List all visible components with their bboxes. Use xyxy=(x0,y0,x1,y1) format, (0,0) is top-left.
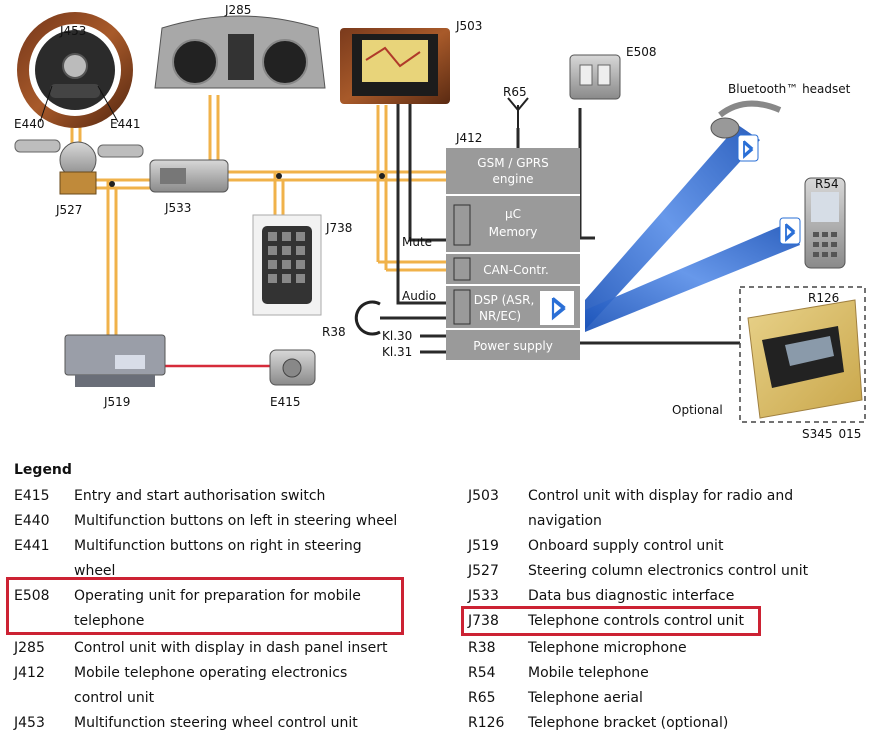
legend-desc: Telephone bracket (optional) xyxy=(528,715,729,731)
bluetooth-beam-headset xyxy=(585,125,760,330)
legend-desc: Telephone microphone xyxy=(528,640,687,656)
aerial-r65 xyxy=(507,97,529,128)
highlight-e508 xyxy=(6,577,404,635)
legend-desc: Mobile telephone operating electronics c… xyxy=(74,665,348,706)
label-kl31: Kl.31 xyxy=(382,345,412,359)
system-diagram: GSM / GPRS engine µC Memory CAN-Contr. D… xyxy=(14,3,866,440)
onboard-supply-j519 xyxy=(64,334,166,387)
legend-desc: Telephone aerial xyxy=(528,690,643,706)
label-e415: E415 xyxy=(270,395,301,409)
label-mute: Mute xyxy=(402,235,432,249)
legend-desc: Multifunction steering wheel control uni… xyxy=(74,715,358,731)
legend-code: R126 xyxy=(468,715,505,731)
legend-code: J533 xyxy=(468,588,499,604)
legend-code: E441 xyxy=(14,538,50,554)
bluetooth-icon xyxy=(551,297,566,321)
uc-text-2: Memory xyxy=(489,225,538,239)
legend-code: R54 xyxy=(468,665,496,681)
legend-code: J738 xyxy=(468,613,499,629)
legend-code: R38 xyxy=(468,640,496,656)
label-e440: E440 xyxy=(14,117,45,131)
legend-desc: Mobile telephone xyxy=(528,665,649,681)
bluetooth-icon xyxy=(743,140,754,159)
legend-desc: Telephone controls control unit xyxy=(528,613,744,629)
steering-column-j527 xyxy=(14,139,144,195)
label-r54: R54 xyxy=(815,177,839,191)
optional-area xyxy=(739,286,866,423)
legend-desc: Data bus diagnostic interface xyxy=(528,588,735,604)
label-j503: J503 xyxy=(455,19,482,33)
legend-desc: Control unit with display in dash panel … xyxy=(74,640,388,656)
instrument-cluster-j285 xyxy=(154,15,326,89)
figure-id: S345_015 xyxy=(802,427,861,440)
label-j738: J738 xyxy=(325,221,352,235)
legend-code: J503 xyxy=(468,488,499,504)
label-kl30: Kl.30 xyxy=(382,329,412,343)
legend-desc: Multifunction buttons on left in steerin… xyxy=(74,513,398,529)
label-j527: J527 xyxy=(55,203,82,217)
legend-desc: Control unit with display for radio and … xyxy=(528,488,794,529)
operating-unit-e508 xyxy=(569,54,621,100)
legend-desc: Onboard supply control unit xyxy=(528,538,724,554)
label-r38: R38 xyxy=(322,325,346,339)
legend-title: Legend xyxy=(14,462,72,478)
legend-code: J453 xyxy=(14,715,45,731)
gsm-text-1: GSM / GPRS xyxy=(477,156,548,170)
gsm-text-2: engine xyxy=(493,172,534,186)
dsp-text-1: DSP (ASR, xyxy=(474,293,535,307)
legend: Legend E415 Entry and start authorisatio… xyxy=(0,452,880,750)
bluetooth-icon xyxy=(785,223,796,242)
telephone-controls-j738 xyxy=(252,214,322,316)
gateway-j533 xyxy=(149,159,229,193)
legend-code: J412 xyxy=(14,665,45,681)
label-headset: Bluetooth™ headset xyxy=(728,82,851,96)
label-e508: E508 xyxy=(626,45,657,59)
uc-text-1: µC xyxy=(505,207,521,221)
start-switch-e415 xyxy=(269,349,316,386)
power-text: Power supply xyxy=(473,339,553,353)
legend-code: J527 xyxy=(468,563,499,579)
legend-desc: Multifunction buttons on right in steeri… xyxy=(74,538,362,579)
legend-desc: Operating unit for preparation for mobil… xyxy=(74,588,361,629)
label-j453: J453 xyxy=(59,24,86,38)
microphone-r38 xyxy=(354,300,381,336)
radio-nav-j503 xyxy=(340,28,450,104)
legend-code: E415 xyxy=(14,488,50,504)
label-audio: Audio xyxy=(402,289,436,303)
highlight-j738 xyxy=(461,606,761,636)
label-j285: J285 xyxy=(224,3,251,17)
legend-code: E440 xyxy=(14,513,50,529)
can-text: CAN-Contr. xyxy=(483,263,549,277)
legend-code: J285 xyxy=(14,640,45,656)
steering-wheel-j453 xyxy=(17,12,133,128)
legend-code: R65 xyxy=(468,690,496,706)
headset-device xyxy=(710,100,782,139)
label-j519: J519 xyxy=(103,395,130,409)
legend-code: E508 xyxy=(14,588,50,604)
label-j533: J533 xyxy=(164,201,191,215)
legend-desc: Entry and start authorisation switch xyxy=(74,488,326,504)
label-e441: E441 xyxy=(110,117,141,131)
label-optional: Optional xyxy=(672,403,723,417)
bracket-r126 xyxy=(747,299,863,419)
mobile-phone-r54 xyxy=(804,177,846,269)
dsp-text-2: NR/EC) xyxy=(479,309,521,323)
label-r65: R65 xyxy=(503,85,527,99)
label-j412: J412 xyxy=(455,131,482,145)
legend-code: J519 xyxy=(468,538,499,554)
legend-desc: Steering column electronics control unit xyxy=(528,563,809,579)
bluetooth-beam-phone xyxy=(585,222,800,332)
label-r126: R126 xyxy=(808,291,839,305)
